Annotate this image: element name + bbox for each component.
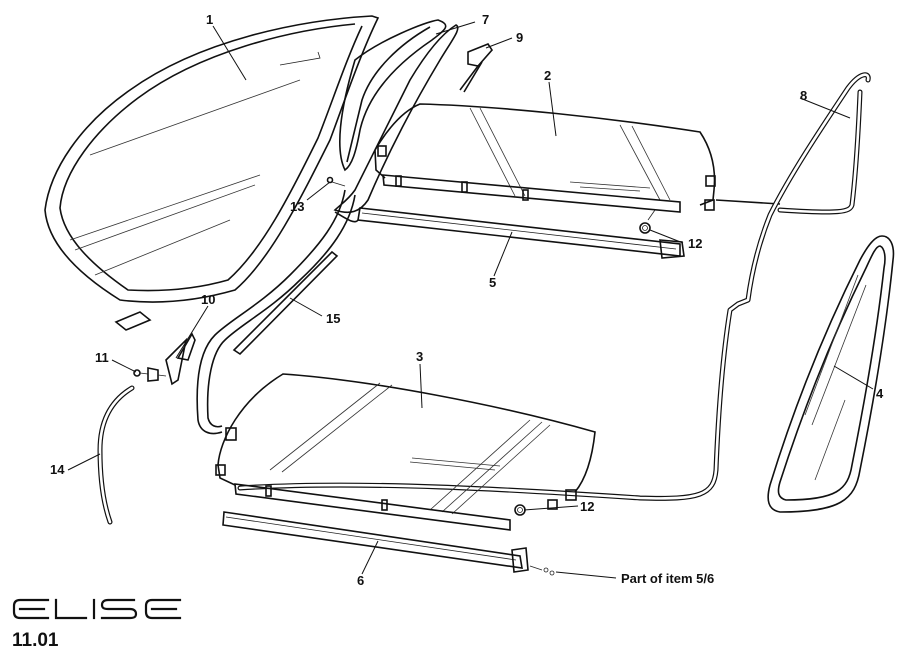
callout-11: 11	[95, 350, 109, 365]
callout-14: 14	[50, 462, 65, 477]
screw-part-13	[326, 176, 346, 187]
bracket-part-10	[165, 332, 196, 386]
leader-lines	[67, 21, 874, 579]
callout-4: 4	[876, 386, 884, 401]
channel-part-5	[357, 207, 685, 259]
door-glass-part-3	[215, 373, 596, 531]
callout-9: 9	[516, 30, 523, 45]
elise-logo	[12, 598, 182, 620]
callout-12-lower: 12	[580, 499, 594, 514]
callout-5: 5	[489, 275, 496, 290]
seal-strip-part-14	[97, 385, 135, 525]
callout-7: 7	[482, 12, 489, 27]
door-frame-left	[196, 189, 359, 435]
fastener-part-11	[133, 367, 167, 382]
door-seal-part-8	[237, 72, 871, 501]
callout-10: 10	[201, 292, 215, 307]
callout-15: 15	[326, 311, 340, 326]
callout-6: 6	[357, 573, 364, 588]
callout-2: 2	[544, 68, 551, 83]
callout-12-upper: 12	[688, 236, 702, 251]
callout-13: 13	[290, 199, 304, 214]
mirror-bracket-part-9	[459, 43, 494, 93]
part-of-item-note: Part of item 5/6	[621, 571, 714, 586]
nut-part-12-upper	[639, 209, 656, 234]
callout-3: 3	[416, 349, 423, 364]
callout-8: 8	[800, 88, 807, 103]
seal-strip-part-15	[232, 250, 339, 356]
channel-part-6	[222, 511, 555, 576]
quarter-glass-part-4	[767, 235, 895, 513]
door-glass-part-2	[374, 103, 781, 213]
windscreen-part-1	[44, 15, 380, 331]
a-pillar-trim-part-7	[333, 19, 459, 214]
nut-part-12-lower	[514, 504, 526, 516]
page-number: 11.01	[12, 630, 59, 651]
callout-1: 1	[206, 12, 213, 27]
callout-labels: 1 2 3 4 5 6 7 8 9 10 11 12 12 13 14 15 P…	[50, 12, 884, 588]
